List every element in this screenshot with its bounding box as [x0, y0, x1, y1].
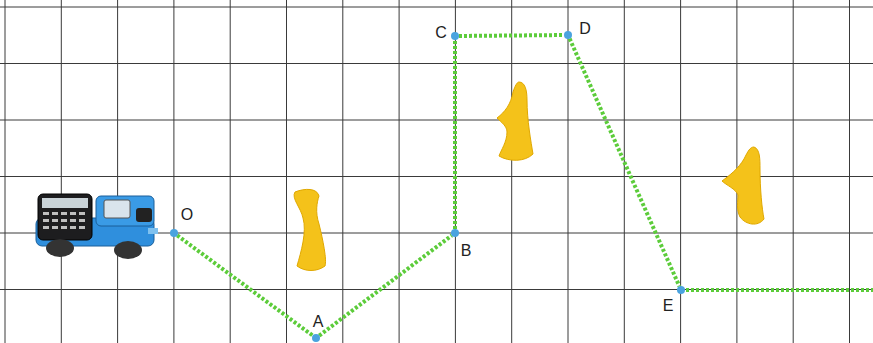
- path-point: O: [170, 229, 178, 237]
- grid-line: [173, 0, 174, 343]
- grid-line: [624, 0, 625, 343]
- path-segment: [459, 33, 564, 38]
- grid-line: [511, 0, 512, 343]
- grid-line: [5, 0, 6, 343]
- path-point: B: [451, 229, 459, 237]
- point-label: C: [435, 25, 447, 41]
- path-segment: [177, 235, 313, 335]
- cone: [294, 189, 325, 270]
- path-point: A: [312, 334, 320, 342]
- cone: [497, 82, 533, 160]
- point-label: E: [663, 298, 674, 314]
- point-label: B: [461, 243, 472, 259]
- robot: [36, 194, 158, 259]
- grid-line: [61, 0, 62, 343]
- grid-line: [0, 120, 873, 121]
- grid-line: [0, 63, 873, 64]
- grid-line: [455, 0, 456, 343]
- grid-line: [286, 0, 287, 343]
- cone: [722, 147, 764, 224]
- grid-line: [0, 7, 873, 8]
- grid-line: [230, 0, 231, 343]
- path-segment: [681, 288, 873, 292]
- grid-line: [849, 0, 850, 343]
- path-point: E: [677, 286, 685, 294]
- point-label: D: [579, 21, 591, 37]
- path-point: D: [564, 31, 572, 39]
- point-label: A: [313, 314, 324, 330]
- path-segment: [453, 40, 457, 229]
- grid-line: [568, 0, 569, 343]
- grid-line: [342, 0, 343, 343]
- path-segment: [319, 235, 452, 335]
- path-point: C: [451, 32, 459, 40]
- path-segment: [570, 39, 680, 287]
- point-label: O: [181, 207, 193, 223]
- grid-line: [117, 0, 118, 343]
- grid-line: [399, 0, 400, 343]
- grid-line: [0, 289, 873, 290]
